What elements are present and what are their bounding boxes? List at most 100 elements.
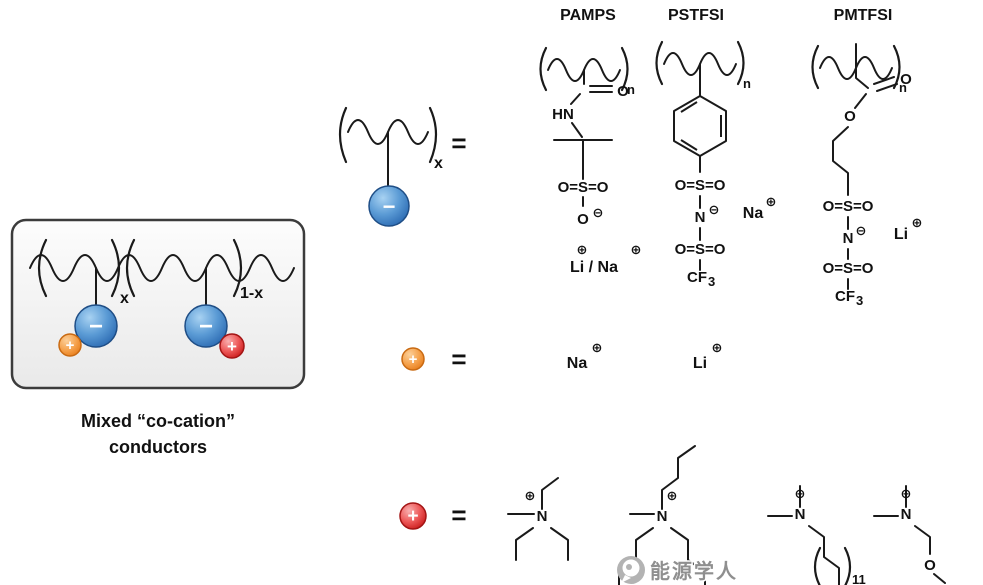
pmtfsi-carbonyl-o: O	[900, 71, 912, 88]
ammonium-4-bonds	[873, 485, 946, 584]
header-pstfsi: PSTFSI	[668, 7, 724, 24]
pstfsi-benzene-ring	[673, 95, 727, 157]
pstfsi-imide-n: N	[695, 209, 706, 226]
pamps-n-subscript: n	[627, 82, 635, 97]
watermark-text: 能源学人	[650, 559, 738, 583]
pmtfsi-ester-o: O	[844, 108, 856, 125]
pamps-brackets	[539, 46, 629, 92]
panel-box	[10, 218, 306, 390]
ether-o: O	[924, 557, 936, 574]
orange-plus-sign: +	[66, 337, 75, 354]
panel-caption-line1: Mixed “co-cation”	[81, 411, 235, 431]
pmtfsi-sulfonyl-top: O=S=O	[823, 198, 874, 215]
pamps-anion-o: O	[577, 211, 589, 228]
ammonium-n: N	[901, 506, 912, 523]
watermark-logo-dot	[626, 564, 632, 570]
watermark-logo-tail	[621, 575, 631, 583]
pamps-carbonyl-o: O	[617, 83, 629, 100]
small-cation-key: + = Na ⊕ Li ⊕	[401, 340, 723, 374]
red-cation-circle	[399, 502, 427, 530]
pstfsi-sulfonyl-top: O=S=O	[675, 177, 726, 194]
equals-sign-row3: =	[451, 500, 466, 530]
anion-key: x − =	[338, 106, 467, 227]
anion-circle	[74, 304, 118, 348]
pamps-counterions: Li / Na	[570, 259, 618, 276]
pamps-sulfonyl: O=S=O	[558, 179, 609, 196]
red-cation-circle	[219, 333, 245, 359]
ammonium-1-bonds	[507, 477, 569, 561]
key-x-subscript: x	[434, 155, 443, 172]
panel-pendant-bonds	[95, 267, 207, 306]
lithium-ion: Li	[693, 355, 707, 372]
ammonium-ether-chain: N ⊕ O	[873, 485, 946, 584]
orange-cation-circle	[401, 347, 425, 371]
circled-plus: ⊕	[631, 242, 642, 257]
orange-plus-sign: +	[409, 351, 418, 368]
circled-plus: ⊕	[766, 194, 777, 209]
pmtfsi-sulfonyl-bottom: O=S=O	[823, 260, 874, 277]
panel-one-minus-x-subscript: 1-x	[240, 285, 263, 302]
header-pmtfsi: PMTFSI	[834, 7, 893, 24]
pamps-bonds	[553, 69, 613, 207]
pstfsi-cf: CF	[687, 269, 707, 286]
pmtfsi-cf3-subscript: 3	[856, 293, 863, 308]
anion-minus-sign: −	[199, 313, 213, 340]
circled-minus: ⊖	[709, 202, 720, 217]
anion-minus-sign: −	[383, 194, 396, 219]
ammonium-2-bonds	[618, 445, 706, 585]
header-pamps: PAMPS	[560, 7, 616, 24]
pamps-amide-hn: HN	[552, 106, 574, 123]
anion-minus-sign: −	[89, 313, 103, 340]
circled-minus: ⊖	[856, 223, 867, 238]
orange-cation-circle	[58, 333, 82, 357]
watermark: 能源学人	[617, 556, 738, 585]
circled-plus: ⊕	[912, 215, 923, 230]
circled-plus: ⊕	[592, 340, 603, 355]
red-plus-sign: +	[227, 337, 237, 356]
key-brackets	[338, 106, 438, 164]
repeat-11-subscript: 11	[852, 572, 866, 585]
pmtfsi-bonds	[832, 43, 898, 290]
circled-plus: ⊕	[667, 488, 678, 503]
circled-plus: ⊕	[795, 486, 806, 501]
circled-plus: ⊕	[712, 340, 723, 355]
mixed-conductor-panel: x 1-x − − + + Mixed “co-cation” conducto…	[10, 218, 306, 457]
ammonium-key: + = N ⊕ N ⊕ N ⊕ 11 N ⊕ O	[399, 445, 946, 585]
panel-polymer-backbone	[29, 254, 295, 282]
ammonium-3-bonds	[767, 485, 840, 585]
pamps-structure: n O HN O=S=O O ⊖ ⊕ ⊕ Li / Na	[539, 46, 642, 276]
panel-x-subscript: x	[120, 290, 129, 307]
pmtfsi-n-subscript: n	[899, 80, 907, 95]
pstfsi-n-subscript: n	[743, 76, 751, 91]
ammonium-tributyl: N ⊕	[618, 445, 706, 585]
pstfsi-cf3-subscript: 3	[708, 274, 715, 289]
sodium-ion: Na	[567, 355, 588, 372]
panel-caption-line2: conductors	[109, 437, 207, 457]
equals-sign-row2: =	[451, 344, 466, 374]
ammonium-n: N	[657, 508, 668, 525]
pmtfsi-imide-n: N	[843, 230, 854, 247]
ammonium-3-repeat-brackets	[813, 546, 852, 585]
pstfsi-structure: n O=S=O N ⊖ Na ⊕ O=S=O CF 3	[655, 40, 777, 289]
ammonium-n: N	[795, 506, 806, 523]
ammonium-alkyl-chain: N ⊕ 11	[767, 485, 866, 585]
ammonium-triethyl: N ⊕	[507, 477, 569, 561]
panel-unit2-brackets	[125, 238, 243, 298]
pmtfsi-lithium: Li	[894, 226, 908, 243]
pmtfsi-cf: CF	[835, 288, 855, 305]
pstfsi-sodium: Na	[743, 205, 764, 222]
circled-plus: ⊕	[577, 242, 588, 257]
anion-circle	[368, 185, 410, 227]
circled-plus: ⊕	[901, 486, 912, 501]
pstfsi-sulfonyl-bottom: O=S=O	[675, 241, 726, 258]
circled-minus: ⊖	[593, 205, 604, 220]
pmtfsi-structure: n O O O=S=O N ⊖ Li ⊕ O=S=O CF 3	[811, 43, 923, 308]
equals-sign-row1: =	[451, 128, 466, 158]
panel-unit1-brackets	[37, 238, 121, 298]
ammonium-n: N	[537, 508, 548, 525]
pstfsi-brackets	[655, 40, 745, 86]
circled-plus: ⊕	[525, 488, 536, 503]
red-plus-sign: +	[407, 506, 418, 527]
